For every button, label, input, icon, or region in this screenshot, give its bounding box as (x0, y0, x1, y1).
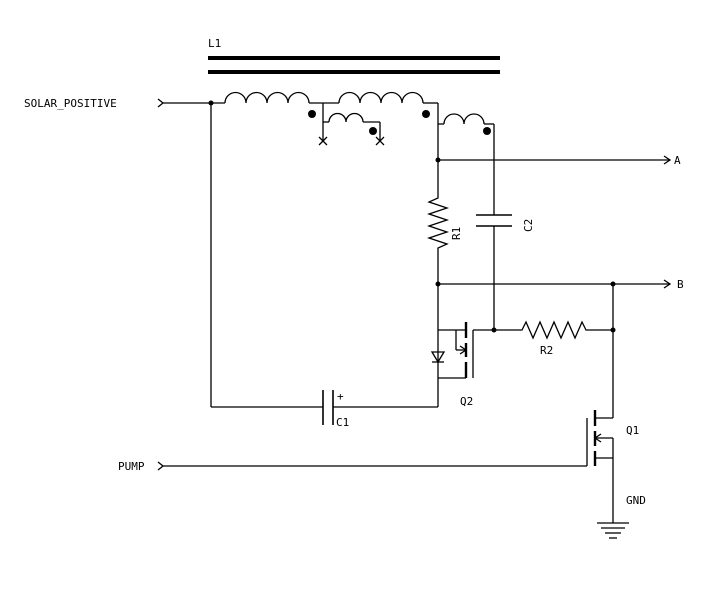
resistor-r2-label: R2 (540, 344, 553, 357)
ground-label: GND (626, 494, 646, 507)
polarity-dot (369, 127, 377, 135)
resistor-r2 (494, 320, 613, 340)
output-a-port (438, 155, 672, 165)
resistor-r1-label: R1 (450, 227, 463, 240)
output-b-port (438, 279, 672, 289)
pump-port (157, 461, 587, 471)
solar-positive-port (157, 98, 225, 108)
transformer-label: L1 (208, 37, 221, 50)
primary-winding (224, 91, 310, 104)
secondary-winding (338, 91, 424, 104)
capacitor-c1-label: C1 (336, 416, 349, 429)
transistor-q2-label: Q2 (460, 395, 473, 408)
polarity-dot (483, 127, 491, 135)
unused-winding (318, 103, 385, 146)
capacitor-c1-polarity: + (337, 390, 344, 403)
capacitor-c2-label: C2 (522, 219, 535, 232)
pump-label: PUMP (118, 460, 145, 473)
capacitor-c2 (476, 214, 512, 330)
solar-positive-label: SOLAR_POSITIVE (24, 97, 117, 110)
ground-symbol-icon (597, 522, 629, 539)
transistor-q1 (586, 410, 614, 523)
polarity-dot (308, 110, 316, 118)
feedback-winding (438, 113, 495, 215)
transistor-q1-label: Q1 (626, 424, 639, 437)
output-b-label: B (677, 278, 684, 291)
resistor-r1 (426, 195, 450, 270)
output-a-label: A (674, 154, 681, 167)
transistor-q2 (430, 322, 497, 407)
polarity-dot (422, 110, 430, 118)
transformer-core (208, 56, 500, 74)
capacitor-c1 (210, 103, 438, 425)
